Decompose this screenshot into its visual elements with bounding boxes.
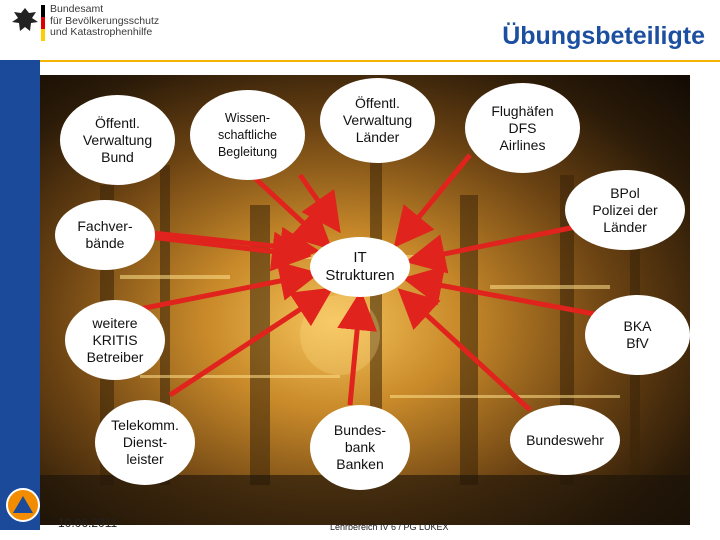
page-title: Übungsbeteiligte <box>502 22 705 50</box>
flag-bar <box>41 5 45 41</box>
industrial-plant-photo: Öffentl. Verwaltung Bund Wissen- schaftl… <box>40 75 690 525</box>
node-telekomm: Telekomm. Dienst- leister <box>95 400 195 485</box>
arrows <box>124 153 601 412</box>
node-kritis: weitere KRITIS Betreiber <box>65 300 165 380</box>
node-it-strukturen: IT Strukturen <box>310 237 410 297</box>
node-wissenschaft: Wissen- schaftliche Begleitung <box>190 90 305 180</box>
header-divider <box>0 60 720 62</box>
node-flughaefen: Flughäfen DFS Airlines <box>465 83 580 173</box>
civil-protection-logo-icon <box>6 488 40 522</box>
node-bundesbank: Bundes- bank Banken <box>310 405 410 490</box>
header: Bundesamt für Bevölkerungsschutz und Kat… <box>0 0 720 70</box>
organization-name: Bundesamt für Bevölkerungsschutz und Kat… <box>50 3 160 38</box>
node-bpol: BPol Polizei der Länder <box>565 170 685 250</box>
left-sidebar-bar <box>0 60 40 530</box>
node-verwaltung-laender: Öffentl. Verwaltung Länder <box>320 78 435 163</box>
footer-date: 10.06.2011 <box>58 516 118 530</box>
footer-text: Lehrbereich IV 6 / PG LÜKEX <box>330 522 449 532</box>
node-bka: BKA BfV <box>585 295 690 375</box>
node-bundeswehr: Bundeswehr <box>510 405 620 475</box>
federal-eagle-icon <box>8 4 42 38</box>
node-verwaltung-bund: Öffentl. Verwaltung Bund <box>60 95 175 185</box>
node-fachverbaende: Fachver- bände <box>55 200 155 270</box>
